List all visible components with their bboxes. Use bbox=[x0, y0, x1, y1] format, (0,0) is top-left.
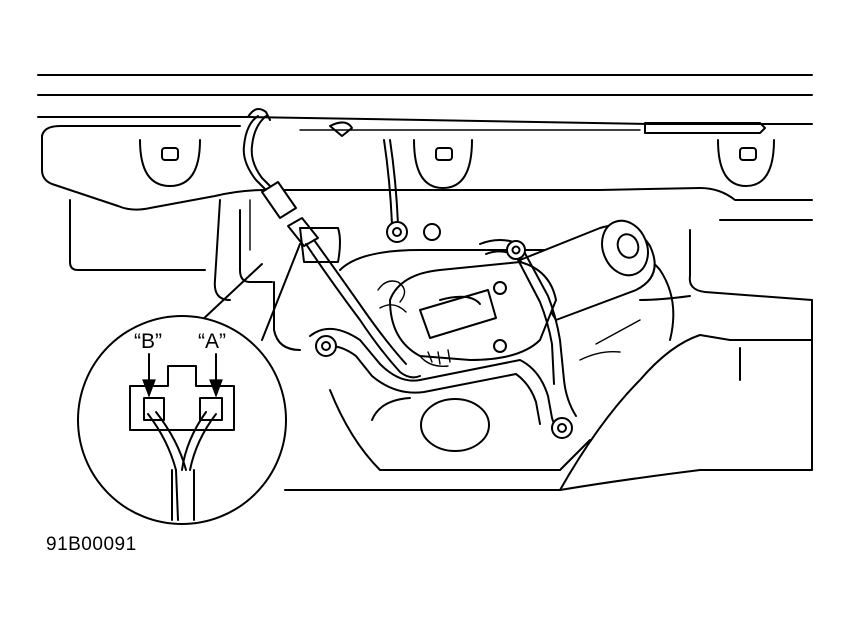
mounting-tabs bbox=[139, 139, 775, 189]
inner-panel bbox=[41, 135, 813, 491]
connector-detail-callout bbox=[77, 243, 301, 525]
wiper-motor bbox=[309, 219, 656, 439]
tailgate-upper-edge bbox=[37, 74, 813, 137]
wiper-harness bbox=[242, 107, 441, 379]
terminal-b-label: “B” bbox=[134, 330, 162, 353]
figure-id: 91B00091 bbox=[46, 534, 137, 555]
terminal-a-label: “A” bbox=[198, 330, 226, 353]
